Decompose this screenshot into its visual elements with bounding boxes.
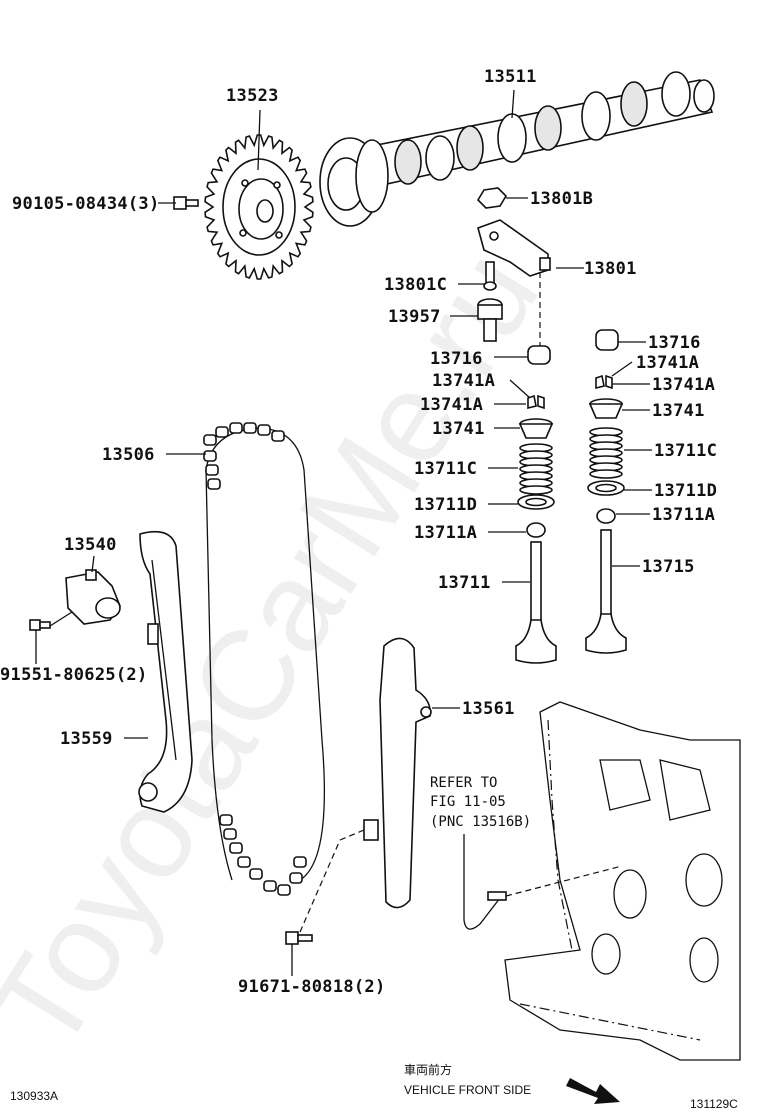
vehicle-front-arrow-icon	[566, 1078, 620, 1104]
adjusting-screw[interactable]	[483, 261, 497, 291]
damper-bolt[interactable]	[285, 931, 313, 945]
label-90105[interactable]: 90105-08434(3)	[12, 194, 160, 214]
part-labels: 13523 13511 90105-08434(3) 13801B 13801 …	[0, 67, 738, 1111]
label-13715[interactable]: 13715	[642, 557, 695, 577]
refer-line-1: REFER TO	[430, 775, 497, 791]
chain-slipper[interactable]	[138, 530, 193, 813]
sprocket-bolt[interactable]	[173, 196, 199, 210]
label-13561[interactable]: 13561	[462, 699, 515, 719]
label-13711[interactable]: 13711	[438, 573, 491, 593]
label-13741-left[interactable]: 13741	[432, 419, 485, 439]
cylinder-block	[504, 701, 741, 1061]
camshaft[interactable]	[319, 71, 715, 227]
camshaft-sprocket[interactable]	[204, 134, 314, 280]
chain-link	[243, 422, 257, 434]
chain-tensioner[interactable]	[65, 569, 121, 625]
chain-link	[207, 478, 221, 490]
label-13741A-left-2[interactable]: 13741A	[420, 395, 483, 415]
tensioner-bolt[interactable]	[29, 619, 51, 631]
chain-link	[249, 868, 263, 880]
label-13716-left[interactable]: 13716	[430, 349, 483, 369]
chain-link	[203, 434, 217, 446]
label-13511[interactable]: 13511	[484, 67, 537, 87]
label-13741A-left-1[interactable]: 13741A	[432, 371, 495, 391]
label-13506[interactable]: 13506	[102, 445, 155, 465]
spring-coil	[589, 469, 623, 479]
oil-jet-fitting[interactable]	[463, 834, 623, 930]
chain-link	[263, 880, 277, 892]
chain-link	[271, 430, 285, 442]
vehicle-front-jp: 車両前方	[404, 1062, 452, 1077]
chain-link	[203, 450, 217, 462]
label-13523[interactable]: 13523	[226, 86, 279, 106]
adjusting-nut[interactable]	[476, 187, 508, 209]
label-13711D-right[interactable]: 13711D	[654, 481, 717, 501]
vehicle-front-en: VEHICLE FRONT SIDE	[404, 1083, 531, 1097]
timing-chain[interactable]	[203, 422, 326, 896]
chain-link	[289, 872, 303, 884]
chain-link	[293, 856, 307, 868]
chain-link	[237, 856, 251, 868]
chain-damper[interactable]	[363, 637, 432, 909]
label-91551[interactable]: 91551-80625(2)	[0, 665, 148, 685]
label-13716-right[interactable]: 13716	[648, 333, 701, 353]
refer-line-2: FIG 11-05	[430, 794, 506, 810]
valve-train-right	[585, 329, 627, 654]
figure-id-left: 130933A	[10, 1089, 58, 1103]
figure-id-right: 131129C	[690, 1097, 738, 1111]
leader-lines	[35, 89, 652, 976]
chain-link	[215, 426, 229, 438]
rocker-arm[interactable]	[477, 219, 551, 277]
label-13711C-right[interactable]: 13711C	[654, 441, 717, 461]
spring-coil	[519, 485, 553, 495]
valve-train-left	[515, 272, 557, 664]
label-13801[interactable]: 13801	[584, 259, 637, 279]
label-13741A-right-2[interactable]: 13741A	[652, 375, 715, 395]
label-13559[interactable]: 13559	[60, 729, 113, 749]
chain-link	[223, 828, 237, 840]
label-91671[interactable]: 91671-80818(2)	[238, 977, 386, 997]
label-13957[interactable]: 13957	[388, 307, 441, 327]
label-13711D-left[interactable]: 13711D	[414, 495, 477, 515]
chain-link	[229, 842, 243, 854]
chain-link	[229, 422, 243, 434]
label-13801B[interactable]: 13801B	[530, 189, 593, 209]
rocker-bolt[interactable]	[477, 298, 503, 342]
label-13711A-left[interactable]: 13711A	[414, 523, 477, 543]
label-13711A-right[interactable]: 13711A	[652, 505, 715, 525]
chain-link	[205, 464, 219, 476]
refer-line-3: (PNC 13516B)	[430, 814, 531, 830]
chain-link	[219, 814, 233, 826]
label-13741A-right-1[interactable]: 13741A	[636, 353, 699, 373]
label-13801C[interactable]: 13801C	[384, 275, 447, 295]
label-13741-right[interactable]: 13741	[652, 401, 705, 421]
label-13711C-left[interactable]: 13711C	[414, 459, 477, 479]
chain-link	[277, 884, 291, 896]
chain-link	[257, 424, 271, 436]
label-13540[interactable]: 13540	[64, 535, 117, 555]
